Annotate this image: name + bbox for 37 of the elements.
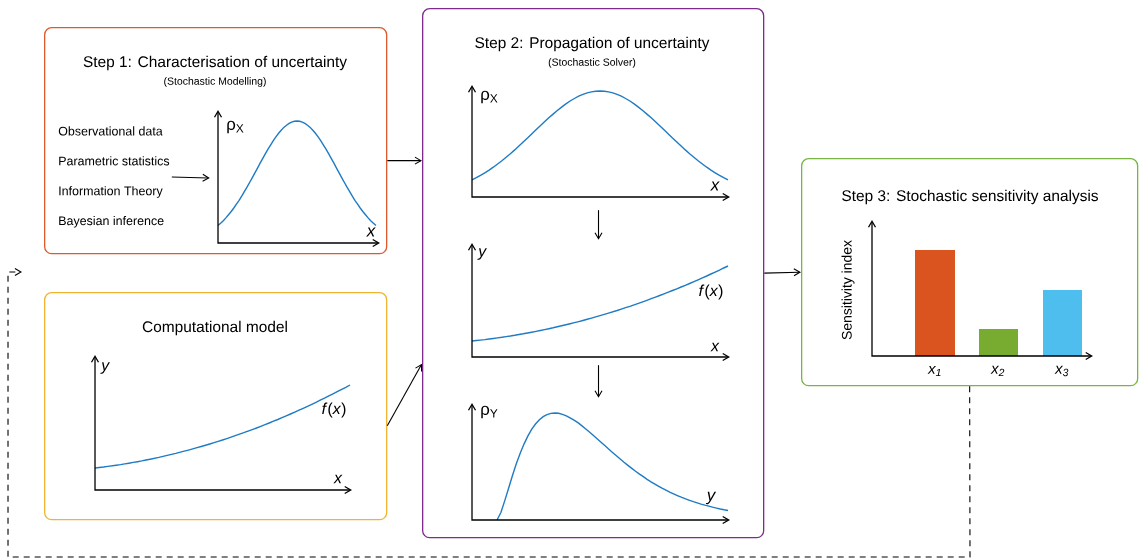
dashed-arrow — [7, 267, 971, 558]
box-title: Step 3: Stochastic sensitivity analysis — [842, 189, 1098, 205]
list-item: Information Theory — [59, 186, 163, 198]
axis-label: y — [100, 362, 110, 374]
box-subtitle: (Stochastic Modelling) — [164, 77, 266, 87]
arrow — [386, 363, 423, 427]
axis-label: x — [333, 474, 343, 484]
axis-label: ρ$_{X}$ — [227, 120, 244, 134]
arrow — [594, 364, 603, 398]
axis-label: ρ$_{X}$ — [481, 90, 498, 104]
box-title: Step 2: Propagation of uncertainty — [475, 36, 710, 52]
axis-label: y — [477, 248, 487, 260]
axis-label: Sensitivity index — [841, 240, 855, 340]
box-title: Computational model — [142, 320, 287, 336]
step-box — [44, 292, 388, 521]
arrow — [171, 173, 210, 182]
axis-label: f(x) — [699, 284, 723, 300]
list-item: Observational data — [58, 126, 163, 136]
list-item: Parametric statistics — [59, 156, 170, 166]
axis-label: x — [710, 342, 720, 352]
axis-label: f(x) — [322, 402, 346, 418]
category-label: x$_{3}$ — [1054, 365, 1069, 377]
box-title: Step 1: Characterisation of uncertainty — [83, 55, 347, 71]
box-subtitle: (Stochastic Solver) — [548, 58, 636, 68]
category-label: x$_{1}$ — [927, 365, 941, 377]
category-label: x$_{2}$ — [990, 365, 1005, 377]
axis-label: x — [366, 227, 376, 237]
list-item: Bayesian inference — [59, 216, 164, 228]
step-box — [801, 158, 1139, 387]
axis-label: y — [705, 491, 717, 505]
step-box — [422, 8, 765, 539]
arrow — [386, 156, 422, 165]
axis-label: ρ$_{Y}$ — [481, 405, 498, 419]
axis-label: x — [710, 181, 720, 191]
arrow — [763, 268, 801, 277]
step-box — [44, 27, 388, 255]
arrow — [594, 209, 603, 240]
